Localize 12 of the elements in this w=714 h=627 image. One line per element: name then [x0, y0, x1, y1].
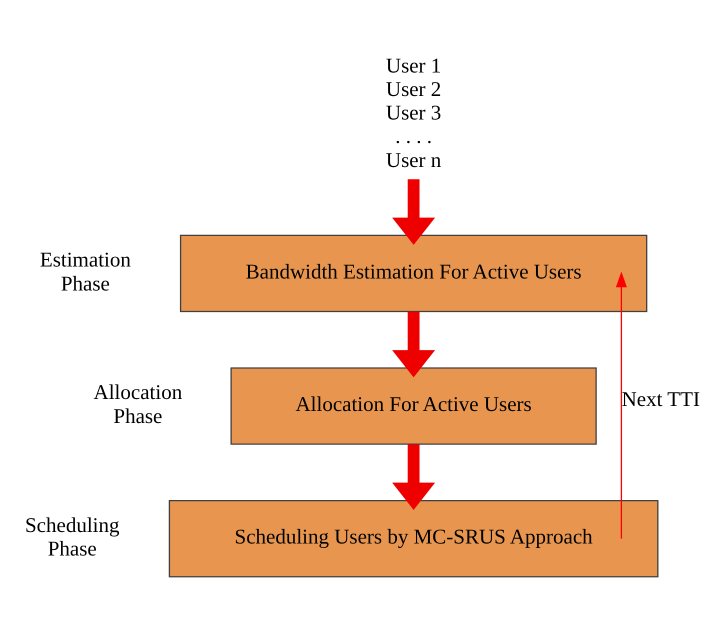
arrow	[392, 312, 436, 378]
node-box: Bandwidth Estimation For Active Users	[180, 234, 648, 312]
node-label: Estimation Phase	[40, 248, 131, 296]
node-box: Scheduling Users by MC-SRUS Approach	[168, 500, 658, 578]
node-text: User 1 User 2 User 3 . . . . User n	[386, 53, 442, 172]
arrow	[392, 179, 436, 245]
node-label: Scheduling Phase	[25, 512, 120, 560]
arrow	[616, 271, 627, 539]
node-label: Allocation Phase	[94, 380, 182, 428]
arrow	[392, 444, 436, 510]
node-box: Allocation For Active Users	[230, 367, 597, 445]
edge-label: Next TTI	[622, 386, 700, 411]
